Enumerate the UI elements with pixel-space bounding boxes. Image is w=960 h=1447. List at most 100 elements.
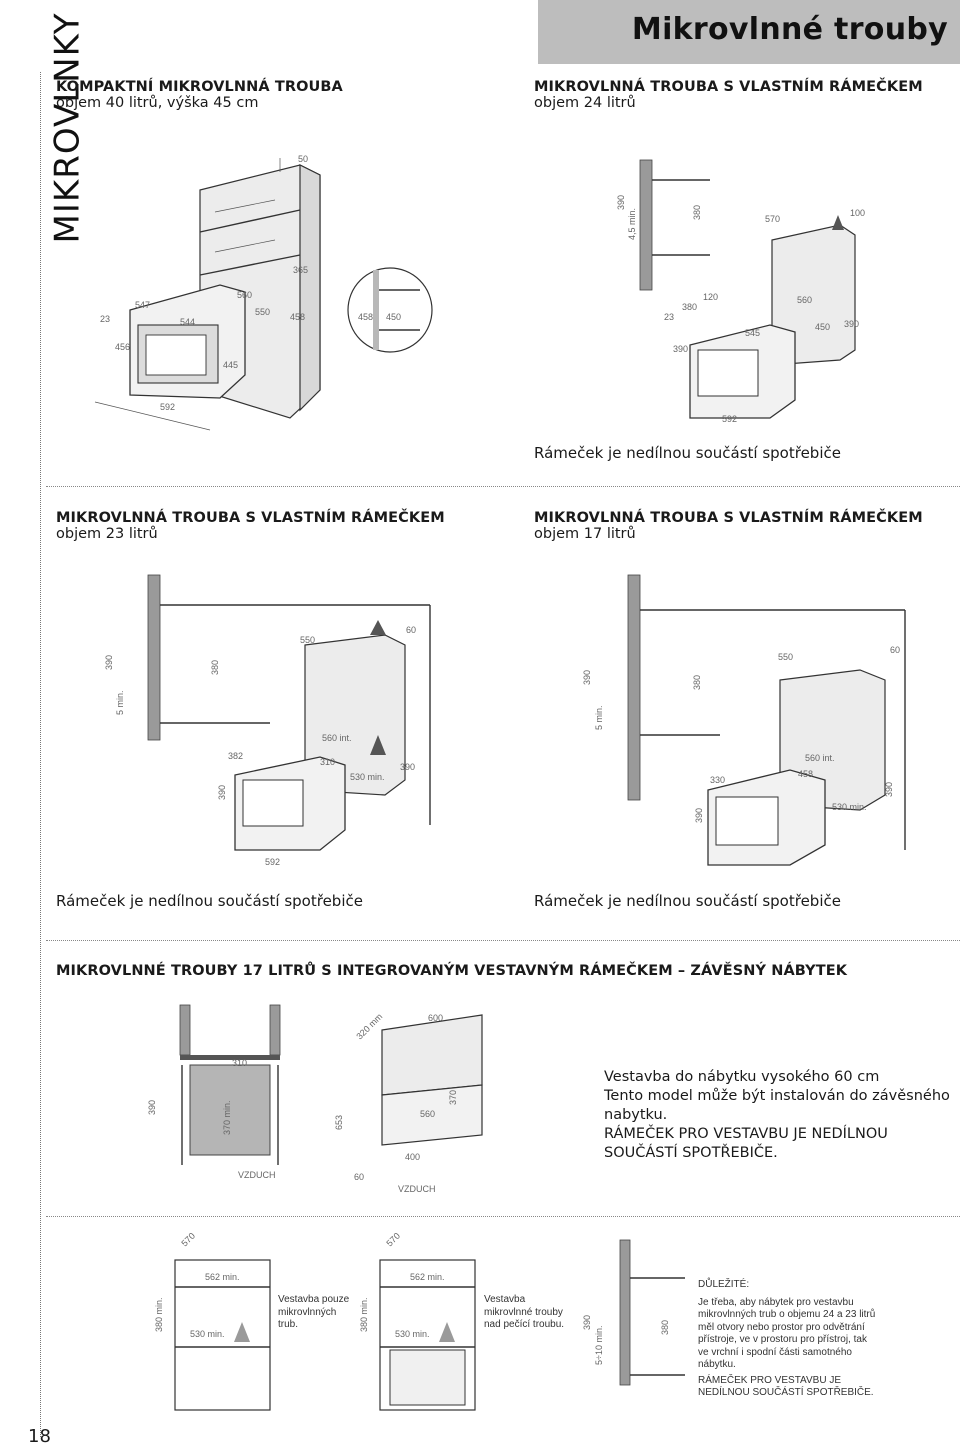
dim-label: 458	[798, 769, 813, 779]
dim-label: 458	[290, 312, 305, 322]
installation-variant-text: Vestavba mikrovlnné trouby nad pečící tr…	[484, 1294, 565, 1330]
dim-label: 380 min.	[359, 1297, 369, 1332]
page-title: Mikrovlnné trouby	[631, 12, 948, 47]
dim-label: 320 mm	[354, 1011, 384, 1041]
note-body-frame: RÁMEČEK PRO VESTAVBU JE NEDÍLNOU SOUČÁST…	[698, 1374, 874, 1399]
section-title: MIKROVLNNÉ TROUBY 17 LITRŮ S INTEGROVANÝ…	[56, 963, 848, 979]
dim-label: 390	[400, 762, 415, 772]
dim-label: 530 min.	[190, 1329, 225, 1339]
section-17l-heading: MIKROVLNNÁ TROUBA S VLASTNÍM RÁMEČKEM ob…	[534, 510, 923, 542]
dim-label: 310	[232, 1058, 247, 1068]
dim-label: VZDUCH	[238, 1170, 276, 1180]
dim-label: 560 int.	[805, 753, 835, 763]
dim-label: 592	[722, 414, 737, 424]
dim-label: 450	[815, 322, 830, 332]
dim-label: 330	[710, 775, 725, 785]
dim-label: 550	[255, 307, 270, 317]
installation-line: Vestavba do nábytku vysokého 60 cm	[604, 1069, 880, 1085]
dim-label: 592	[265, 857, 280, 867]
dim-label: 560	[237, 290, 252, 300]
dim-label: 380	[682, 302, 697, 312]
section-subtitle: objem 17 litrů	[534, 526, 636, 542]
dim-label: 50	[298, 154, 308, 164]
dim-label: 380	[692, 675, 702, 690]
section-title: KOMPAKTNÍ MIKROVLNNÁ TROUBA	[56, 79, 343, 95]
section-subtitle: objem 23 litrů	[56, 526, 158, 542]
dim-label: 370	[448, 1090, 458, 1105]
oven-24l-diagram: 390 4,5 min. 380 570 100 120 560 23 380 …	[616, 159, 865, 424]
header-banner: Mikrovlnné trouby	[538, 0, 960, 64]
dim-label: 390	[217, 785, 227, 800]
dim-label: 5÷10 min.	[594, 1326, 604, 1365]
section-title: MIKROVLNNÁ TROUBA S VLASTNÍM RÁMEČKEM	[56, 510, 445, 526]
dim-label: 390	[104, 655, 114, 670]
dim-label: 380	[660, 1320, 670, 1335]
wall-cabinet-diagram: 390 310 370 min. VZDUCH 320 mm 600 653 5…	[147, 1004, 483, 1194]
dim-label: 530 min.	[832, 802, 867, 812]
dim-label: 400	[405, 1152, 420, 1162]
compact-oven-diagram: 50 365 23 547 560 544 550 458 458 450 45…	[94, 154, 433, 431]
oven-23l-diagram: 390 5 min. 380 550 60 560 int. 382 310 5…	[104, 574, 431, 867]
builtin-over-oven-diagram: 570 562 min. 380 min. 530 min.	[359, 1231, 476, 1411]
dim-label: 60	[354, 1172, 364, 1182]
dim-label: 390	[147, 1100, 157, 1115]
note-title: DŮLEŽITÉ:	[698, 1279, 750, 1290]
dim-label: 390	[616, 195, 626, 210]
section-divider	[46, 1216, 960, 1217]
dim-label: 547	[135, 300, 150, 310]
dim-label: 592	[160, 402, 175, 412]
note-body: Je třeba, aby nábytek pro vestavbu mikro…	[698, 1296, 876, 1371]
dim-label: 60	[406, 625, 416, 635]
dim-label: 550	[778, 652, 793, 662]
frame-caption: Rámeček je nedílnou součástí spotřebiče	[534, 892, 841, 910]
installation-line: Tento model může být instalován do závěs…	[604, 1088, 950, 1123]
important-note: DŮLEŽITÉ: Je třeba, aby nábytek pro vest…	[698, 1279, 878, 1400]
section-title: MIKROVLNNÁ TROUBA S VLASTNÍM RÁMEČKEM	[534, 510, 923, 526]
side-divider	[40, 72, 41, 1437]
dim-label: 456	[115, 342, 130, 352]
dim-label: 23	[100, 314, 110, 324]
dim-label: 380	[210, 660, 220, 675]
dim-label: 570	[384, 1231, 402, 1249]
wall-gap-diagram: 390 5÷10 min. 380	[582, 1239, 685, 1386]
dim-label: 600	[428, 1013, 443, 1023]
dim-label: 562 min.	[410, 1272, 445, 1282]
builtin-microwave-only-diagram: 570 562 min. 380 min. 530 min.	[154, 1231, 271, 1411]
dim-label: 100	[850, 208, 865, 218]
installation-text: Vestavba do nábytku vysokého 60 cm Tento…	[604, 1068, 954, 1163]
section-divider	[46, 940, 960, 941]
dim-label: 390	[582, 670, 592, 685]
dim-label: 60	[890, 645, 900, 655]
frame-caption: Rámeček je nedílnou součástí spotřebiče	[56, 892, 363, 910]
dim-label: 545	[745, 328, 760, 338]
dim-label: 458	[358, 312, 373, 322]
dim-label: 560	[797, 295, 812, 305]
section-subtitle: objem 24 litrů	[534, 95, 636, 111]
section-compact-oven-heading: KOMPAKTNÍ MIKROVLNNÁ TROUBA objem 40 lit…	[56, 79, 343, 111]
dim-label: 23	[664, 312, 674, 322]
dim-label: 530 min.	[395, 1329, 430, 1339]
dim-label: 562 min.	[205, 1272, 240, 1282]
dim-label: 550	[300, 635, 315, 645]
dim-label: 445	[223, 360, 238, 370]
dim-label: 120	[703, 292, 718, 302]
dim-label: 560 int.	[322, 733, 352, 743]
dim-label: 390	[844, 319, 859, 329]
section-24l-heading: MIKROVLNNÁ TROUBA S VLASTNÍM RÁMEČKEM ob…	[534, 79, 923, 111]
side-category-label: MIKROVLNKY	[47, 12, 88, 244]
dim-label: 530 min.	[350, 772, 385, 782]
dim-label: 365	[293, 265, 308, 275]
dim-label: 310	[320, 757, 335, 767]
dim-label: 560	[420, 1109, 435, 1119]
dim-label: 544	[180, 317, 195, 327]
dim-label: 450	[386, 312, 401, 322]
dim-label: 390	[582, 1315, 592, 1330]
dim-label: 390	[694, 808, 704, 823]
dim-label: 570	[765, 214, 780, 224]
installation-line: RÁMEČEK PRO VESTAVBU JE NEDÍLNOU SOUČÁST…	[604, 1126, 888, 1161]
frame-caption: Rámeček je nedílnou součástí spotřebiče	[534, 444, 841, 462]
dim-label: 5 min.	[594, 705, 604, 730]
dim-label: 380	[692, 205, 702, 220]
dim-label: 390	[673, 344, 688, 354]
section-divider	[46, 486, 960, 487]
